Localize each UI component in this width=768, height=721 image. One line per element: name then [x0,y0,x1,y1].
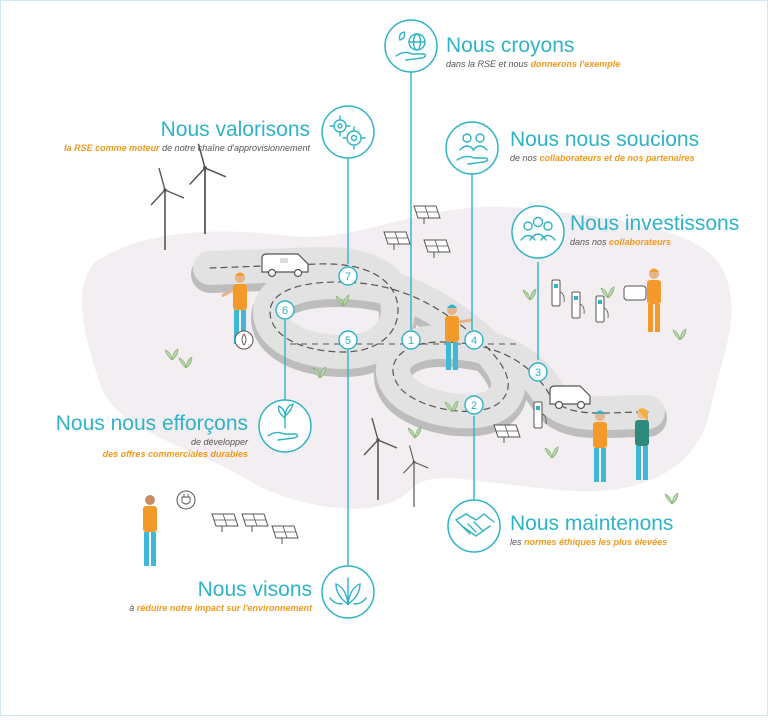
road-marker-number: 7 [345,271,351,283]
road-marker-number: 2 [471,400,477,412]
pillar-title: Nous croyons [446,34,575,57]
road-marker [401,330,421,350]
road-marker-number: 1 [408,335,414,347]
pillar-title: Nous visons [197,578,312,601]
worker-figure [647,268,661,332]
globe-hand-icon [395,31,427,61]
pillar-maintenons: Nous maintenons les normes éthiques les … [510,512,673,548]
pillar-efforcons: Nous nous efforçons de développer des of… [56,412,248,460]
road-marker-number: 6 [282,305,288,317]
plant-hand-icon [267,403,299,441]
pillar-title: Nous maintenons [510,512,674,535]
pillar-title: Nous valorisons [160,118,310,141]
road-marker [338,266,358,286]
people-hand-icon [456,133,489,165]
road-marker-number: 5 [345,335,351,347]
van-icon [261,253,309,278]
worker-figure [445,304,473,370]
road-marker [464,395,484,415]
pillar-investissons: Nous investissons dans nos collaborateur… [570,212,739,248]
road [191,246,667,439]
pillar-visons: Nous visons à réduire notre impact sur l… [129,578,312,614]
pillar-title: Nous nous efforçons [55,412,248,435]
pillar-subtitle: dans la RSE et nous donnerons l'exemple [446,59,621,69]
ev-badge-icon [623,285,647,301]
worker-figure [635,408,649,480]
pillar-croyons: Nous croyons dans la RSE et nous donnero… [446,34,620,70]
road-marker-number: 3 [535,367,541,379]
worker-figure [143,495,157,566]
gears-icon [329,115,366,150]
connector-lines [284,72,539,566]
pillar-subtitle: de développer [190,437,248,447]
handshake-icon [455,513,495,537]
flame-badge-icon [234,330,254,350]
pillar-subtitle: à réduire notre impact sur l'environneme… [129,603,312,613]
pillar-subtitle: de nos collaborateurs et de nos partenai… [510,153,695,163]
road-marker [275,300,295,320]
road-marker [338,330,358,350]
team-icon [520,216,556,241]
worker-figure [593,410,607,482]
solar-panel-icon [241,513,269,533]
pillar-title: Nous investissons [570,212,740,235]
leaves-icon [329,577,367,606]
road-marker [464,330,484,350]
pillar-valorisons: Nous valorisons la RSE comme moteur de n… [64,118,310,154]
solar-panel-icon [271,525,299,545]
solar-panel-icon [211,513,239,533]
pillar-subtitle: dans nos collaborateurs [570,237,672,247]
van-icon [549,385,591,410]
pillar-title: Nous nous soucions [510,128,700,151]
pillar-soucions: Nous nous soucions de nos collaborateurs… [510,128,699,164]
pillar-subtitle-highlight: des offres commerciales durables [102,449,248,459]
pillar-subtitle: la RSE comme moteur de notre chaîne d'ap… [64,143,310,153]
road-marker-number: 4 [471,335,477,347]
pillar-subtitle: les normes éthiques les plus élevées [510,537,668,547]
worker-figure [221,272,247,344]
plug-badge-icon [176,490,196,510]
wind-turbine-icon [188,142,227,235]
road-marker [528,362,548,382]
